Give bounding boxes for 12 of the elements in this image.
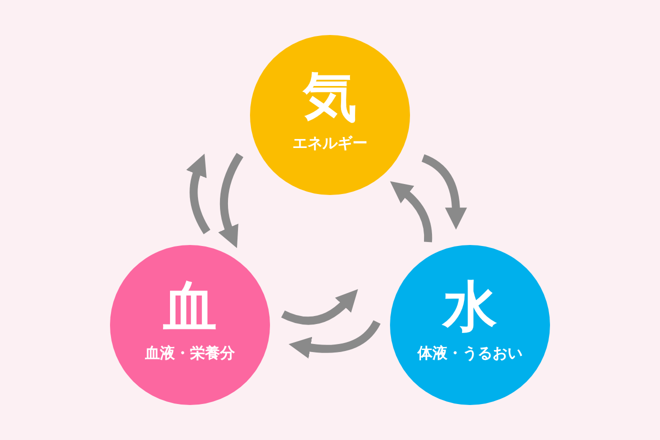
kanji-heading: 気: [303, 67, 357, 127]
curved-arrow: [218, 152, 244, 248]
subtitle: エネルギー: [292, 133, 368, 153]
subtitle: 血液・栄養分: [145, 343, 235, 363]
curved-arrow: [288, 320, 380, 358]
curved-arrow: [421, 154, 467, 230]
kanji-heading: 血: [163, 277, 217, 337]
subtitle: 体液・うるおい: [418, 343, 522, 363]
kanji-heading: 水: [443, 277, 497, 337]
curved-arrow: [390, 180, 432, 242]
curved-arrow: [186, 153, 210, 234]
curved-arrow: [281, 290, 358, 325]
